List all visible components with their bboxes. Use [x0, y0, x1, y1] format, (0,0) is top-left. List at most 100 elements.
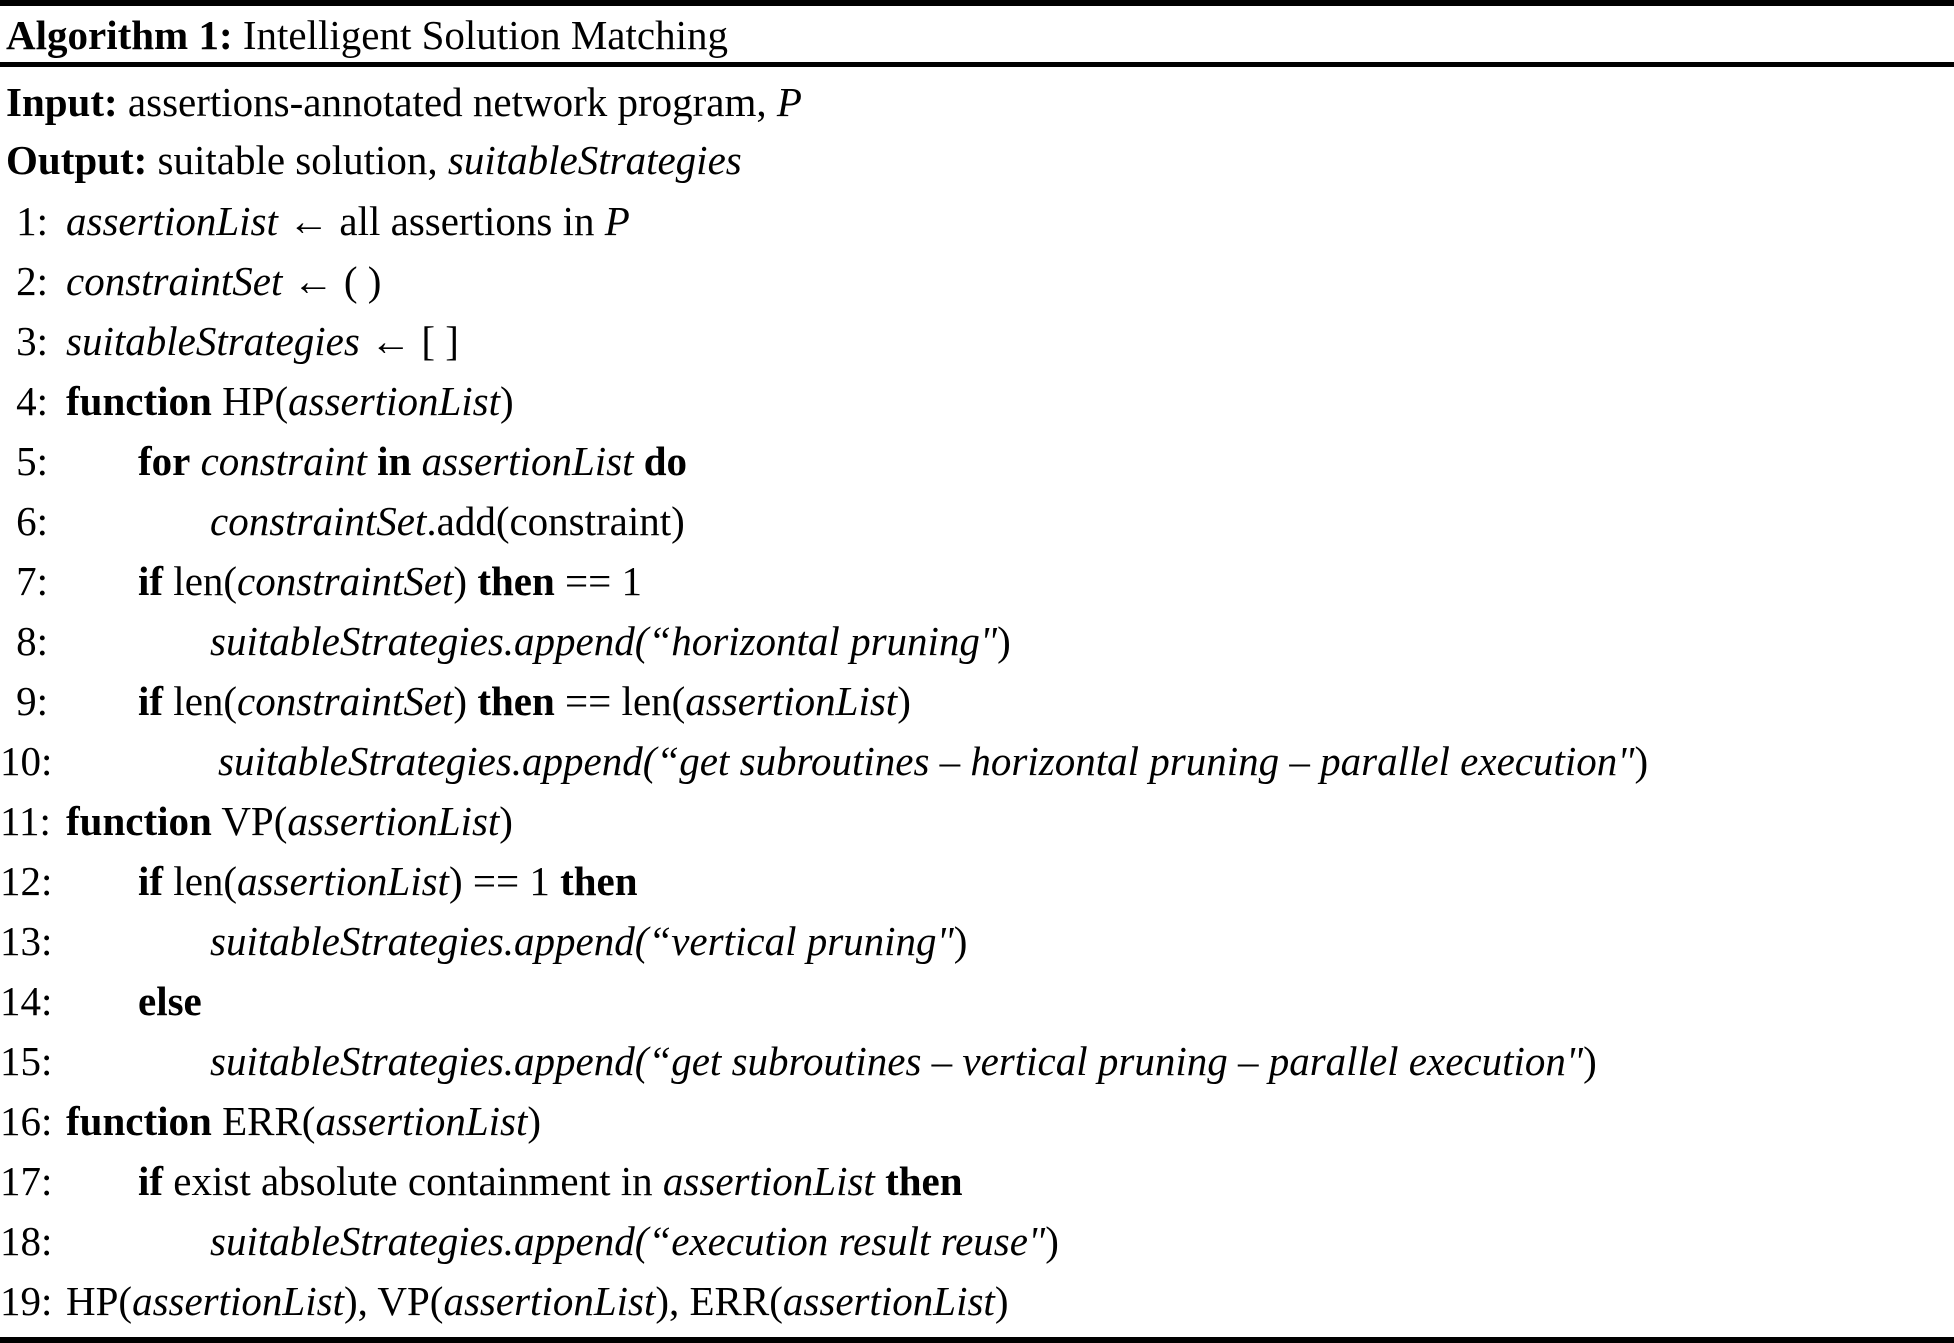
code-line-8: 8: suitableStrategies.append(“horizontal… — [0, 611, 1954, 671]
line-content: if len(assertionList) == 1 then — [66, 851, 1954, 911]
line-number: 6: — [16, 498, 48, 544]
paren-close: ) — [897, 678, 911, 724]
line-content: if len(constraintSet) then == len(assert… — [66, 671, 1954, 731]
line-2-rest: ( ) — [343, 258, 382, 304]
paren-close: ) — [997, 618, 1011, 664]
paren-close: ) — [453, 558, 468, 604]
line-content: constraintSet ← ( ) — [66, 251, 1954, 311]
paren-close: ) — [1634, 738, 1649, 784]
len-call: len( — [173, 558, 238, 604]
line-content: else — [66, 971, 1954, 1031]
keyword-then: then — [477, 678, 555, 724]
call-hp: HP( — [66, 1278, 133, 1324]
call-err: ERR( — [689, 1278, 783, 1324]
arg-assertionList: assertionList — [287, 798, 500, 844]
code-line-3: 3: suitableStrategies ← [ ] — [0, 311, 1954, 371]
keyword-in: in — [377, 438, 412, 484]
line-content: suitableStrategies.append(“horizontal pr… — [66, 611, 1954, 671]
quote-close: " — [979, 618, 998, 664]
comparison-expr: == 1 — [565, 558, 643, 604]
append-call: suitableStrategies.append( — [210, 918, 649, 964]
line-number: 14: — [0, 978, 53, 1024]
keyword-function: function — [66, 378, 212, 424]
line-number: 3: — [16, 318, 48, 364]
code-line-2: 2: constraintSet ← ( ) — [0, 251, 1954, 311]
line-number: 16: — [0, 1098, 53, 1144]
var-constraintSet: constraintSet — [66, 258, 283, 304]
code-line-16: 16: function ERR(assertionList) — [0, 1091, 1954, 1151]
method-add-call: .add(constraint) — [426, 498, 685, 544]
keyword-then: then — [477, 558, 555, 604]
line-number: 11: — [0, 798, 51, 844]
code-line-13: 13: suitableStrategies.append(“vertical … — [0, 911, 1954, 971]
function-name-hp: HP( — [222, 378, 289, 424]
paren-close: ) — [453, 678, 468, 724]
var-assertionList: assertionList — [662, 1158, 875, 1204]
quote-close: " — [1027, 1218, 1046, 1264]
quote-open: “ — [648, 1038, 672, 1084]
arg-assertionList: assertionList — [132, 1278, 344, 1324]
quote-open: “ — [656, 738, 680, 784]
strategy-word-1: get — [679, 738, 730, 784]
code-line-17: 17: if exist absolute containment in ass… — [0, 1151, 1954, 1211]
arg-assertionList: assertionList — [288, 378, 501, 424]
line-content: if len(constraintSet) then == 1 — [66, 551, 1954, 611]
line-content: for constraint in assertionList do — [66, 431, 1954, 491]
code-line-9: 9: if len(constraintSet) then == len(ass… — [0, 671, 1954, 731]
append-call: suitableStrategies.append( — [210, 1038, 649, 1084]
keyword-if: if — [138, 678, 164, 724]
comparison-operator: == — [565, 678, 612, 724]
var-constraintSet: constraintSet — [237, 678, 454, 724]
code-line-6: 6: constraintSet.add(constraint) — [0, 491, 1954, 551]
keyword-if: if — [138, 558, 164, 604]
len-call: len( — [173, 678, 238, 724]
line-content: constraintSet.add(constraint) — [66, 491, 1954, 551]
quote-close: " — [1617, 738, 1635, 784]
line-number: 7: — [16, 558, 48, 604]
var-assertionList: assertionList — [237, 858, 449, 904]
line-number: 9: — [16, 678, 48, 724]
code-line-14: 14: else — [0, 971, 1954, 1031]
keyword-function: function — [66, 1098, 212, 1144]
input-label: Input: — [6, 79, 118, 125]
keyword-then: then — [885, 1158, 963, 1204]
quote-open: “ — [648, 918, 672, 964]
line-number: 8: — [16, 618, 48, 664]
line-number: 12: — [0, 858, 53, 904]
code-line-11: 11: function VP(assertionList) — [0, 791, 1954, 851]
keyword-do: do — [643, 438, 688, 484]
quote-open: “ — [648, 1218, 672, 1264]
output-text: suitable solution, — [157, 137, 438, 183]
append-call: suitableStrategies.append( — [218, 738, 657, 784]
line-content: suitableStrategies ← [ ] — [66, 311, 1954, 371]
keyword-function: function — [66, 798, 212, 844]
strategy-string: vertical pruning — [671, 918, 937, 964]
line-content: assertionList ← all assertions in P — [66, 191, 1954, 251]
var-P: P — [604, 198, 630, 244]
quote-close: " — [1565, 1038, 1584, 1084]
code-line-5: 5: for constraint in assertionList do — [0, 431, 1954, 491]
strategy-word-3: pruning – — [1149, 738, 1310, 784]
code-line-15: 15: suitableStrategies.append(“get subro… — [0, 1031, 1954, 1091]
line-number: 18: — [0, 1218, 53, 1264]
len-call-2: len( — [621, 678, 686, 724]
algorithm-body: 1: assertionList ← all assertions in P 2… — [0, 189, 1954, 1337]
paren-close: ) — [499, 798, 513, 844]
call-vp-end: ), — [655, 1278, 690, 1324]
line-number: 17: — [0, 1158, 53, 1204]
code-line-18: 18: suitableStrategies.append(“execution… — [0, 1211, 1954, 1271]
output-label: Output: — [6, 137, 148, 183]
line-content: HP(assertionList), VP(assertionList), ER… — [66, 1271, 1954, 1331]
var-constraintSet: constraintSet — [237, 558, 454, 604]
var-suitableStrategies: suitableStrategies — [66, 318, 360, 364]
top-rule — [0, 0, 1954, 6]
line-number: 15: — [0, 1038, 53, 1084]
output-variable: suitableStrategies — [447, 137, 742, 183]
line-content: function HP(assertionList) — [66, 371, 1954, 431]
line-content: suitableStrategies.append(“vertical prun… — [66, 911, 1954, 971]
algorithm-label: Algorithm 1: — [6, 12, 233, 58]
code-line-1: 1: assertionList ← all assertions in P — [0, 191, 1954, 251]
line-3-rest: [ ] — [421, 318, 459, 364]
len-call: len( — [173, 858, 238, 904]
